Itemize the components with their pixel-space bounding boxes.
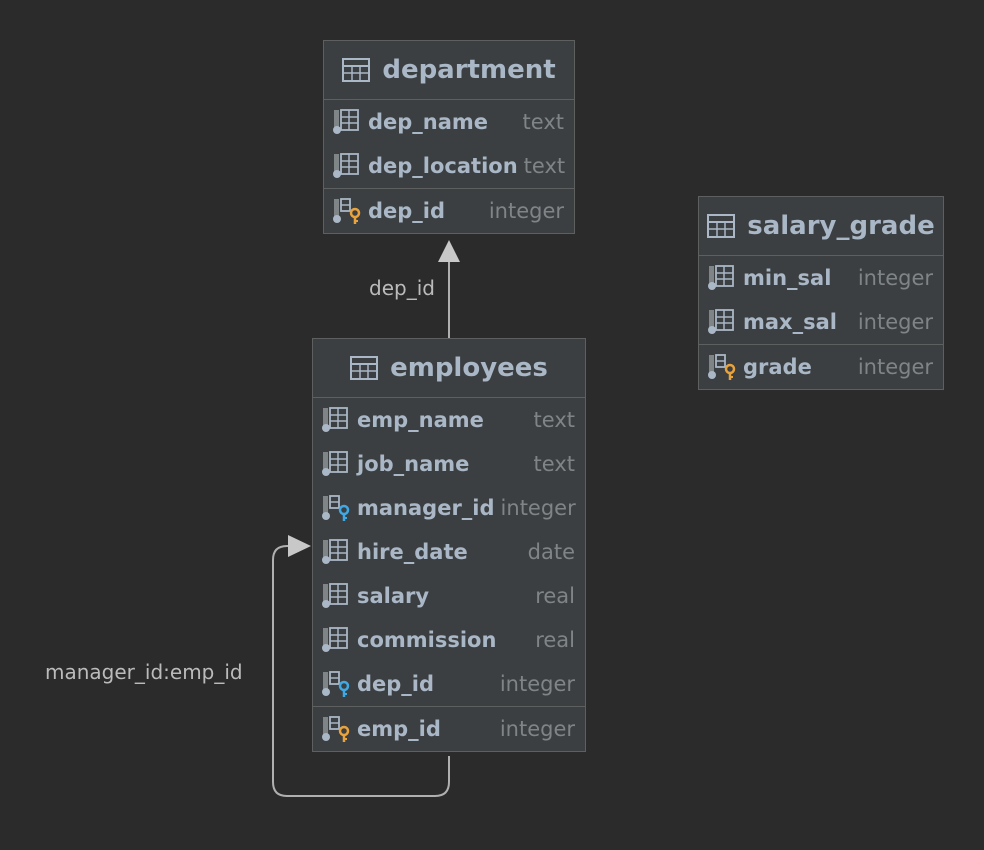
column-icon bbox=[322, 627, 348, 652]
arrowhead-icon bbox=[438, 240, 460, 262]
column-row-dep-id[interactable]: dep_id integer bbox=[324, 189, 574, 233]
primary-key-icon bbox=[333, 198, 361, 224]
column-icon bbox=[333, 109, 359, 134]
column-name: emp_id bbox=[357, 717, 441, 741]
column-type: real bbox=[535, 584, 575, 608]
column-icon bbox=[322, 451, 348, 476]
column-icon bbox=[708, 309, 734, 334]
column-row-max-sal[interactable]: max_sal integer bbox=[699, 300, 943, 344]
column-row-dep-id[interactable]: dep_id integer bbox=[313, 662, 585, 706]
column-type: integer bbox=[857, 266, 933, 290]
column-type: real bbox=[535, 628, 575, 652]
column-row-job-name[interactable]: job_name text bbox=[313, 442, 585, 486]
column-row-emp-id[interactable]: emp_id integer bbox=[313, 707, 585, 751]
column-icon bbox=[322, 539, 348, 564]
column-icon bbox=[708, 265, 734, 290]
column-name: grade bbox=[743, 355, 812, 379]
column-name: manager_id bbox=[357, 496, 495, 520]
column-icon bbox=[322, 583, 348, 608]
primary-key-group: emp_id integer bbox=[313, 706, 585, 751]
column-type: integer bbox=[500, 496, 576, 520]
foreign-key-icon bbox=[322, 671, 350, 697]
entity-header[interactable]: department bbox=[324, 41, 574, 100]
table-icon bbox=[342, 58, 371, 82]
column-type: integer bbox=[857, 310, 933, 334]
column-row-emp-name[interactable]: emp_name text bbox=[313, 398, 585, 442]
foreign-key-icon bbox=[322, 495, 350, 521]
entity-header[interactable]: salary_grade bbox=[699, 197, 943, 256]
column-name: max_sal bbox=[743, 310, 837, 334]
column-type: integer bbox=[499, 672, 575, 696]
edge-label-manager-id: manager_id:emp_id bbox=[45, 660, 243, 684]
column-name: salary bbox=[357, 584, 430, 608]
column-row-commission[interactable]: commission real bbox=[313, 618, 585, 662]
column-type: text bbox=[533, 408, 575, 432]
column-name: emp_name bbox=[357, 408, 484, 432]
edge-label-dep-id: dep_id bbox=[369, 276, 435, 300]
column-type: integer bbox=[488, 199, 564, 223]
table-icon bbox=[707, 214, 736, 238]
arrowhead-icon bbox=[288, 535, 311, 557]
primary-key-icon bbox=[322, 716, 350, 742]
primary-key-group: dep_id integer bbox=[324, 188, 574, 233]
entity-header[interactable]: employees bbox=[313, 339, 585, 398]
column-row-grade[interactable]: grade integer bbox=[699, 345, 943, 389]
entity-title: employees bbox=[390, 353, 548, 383]
column-name: dep_location bbox=[368, 154, 518, 178]
entity-title: department bbox=[382, 55, 556, 85]
column-row-dep-name[interactable]: dep_name text bbox=[324, 100, 574, 144]
column-icon bbox=[333, 153, 359, 178]
column-name: commission bbox=[357, 628, 497, 652]
primary-key-group: grade integer bbox=[699, 344, 943, 389]
column-name: job_name bbox=[357, 452, 470, 476]
column-icon bbox=[322, 407, 348, 432]
column-type: text bbox=[533, 452, 575, 476]
column-type: integer bbox=[499, 717, 575, 741]
entity-title: salary_grade bbox=[747, 211, 935, 241]
column-name: dep_name bbox=[368, 110, 489, 134]
column-name: dep_id bbox=[368, 199, 446, 223]
primary-key-icon bbox=[708, 354, 736, 380]
column-type: text bbox=[522, 110, 564, 134]
column-row-salary[interactable]: salary real bbox=[313, 574, 585, 618]
table-icon bbox=[350, 356, 379, 380]
column-name: hire_date bbox=[357, 540, 468, 564]
column-type: integer bbox=[857, 355, 933, 379]
column-row-min-sal[interactable]: min_sal integer bbox=[699, 256, 943, 300]
fk-manager-id-edge[interactable] bbox=[272, 535, 450, 797]
column-type: text bbox=[523, 154, 566, 178]
column-type: date bbox=[527, 540, 575, 564]
column-name: dep_id bbox=[357, 672, 435, 696]
column-row-hire-date[interactable]: hire_date date bbox=[313, 530, 585, 574]
column-name: min_sal bbox=[743, 266, 832, 290]
fk-dep-id-edge[interactable] bbox=[438, 240, 460, 338]
